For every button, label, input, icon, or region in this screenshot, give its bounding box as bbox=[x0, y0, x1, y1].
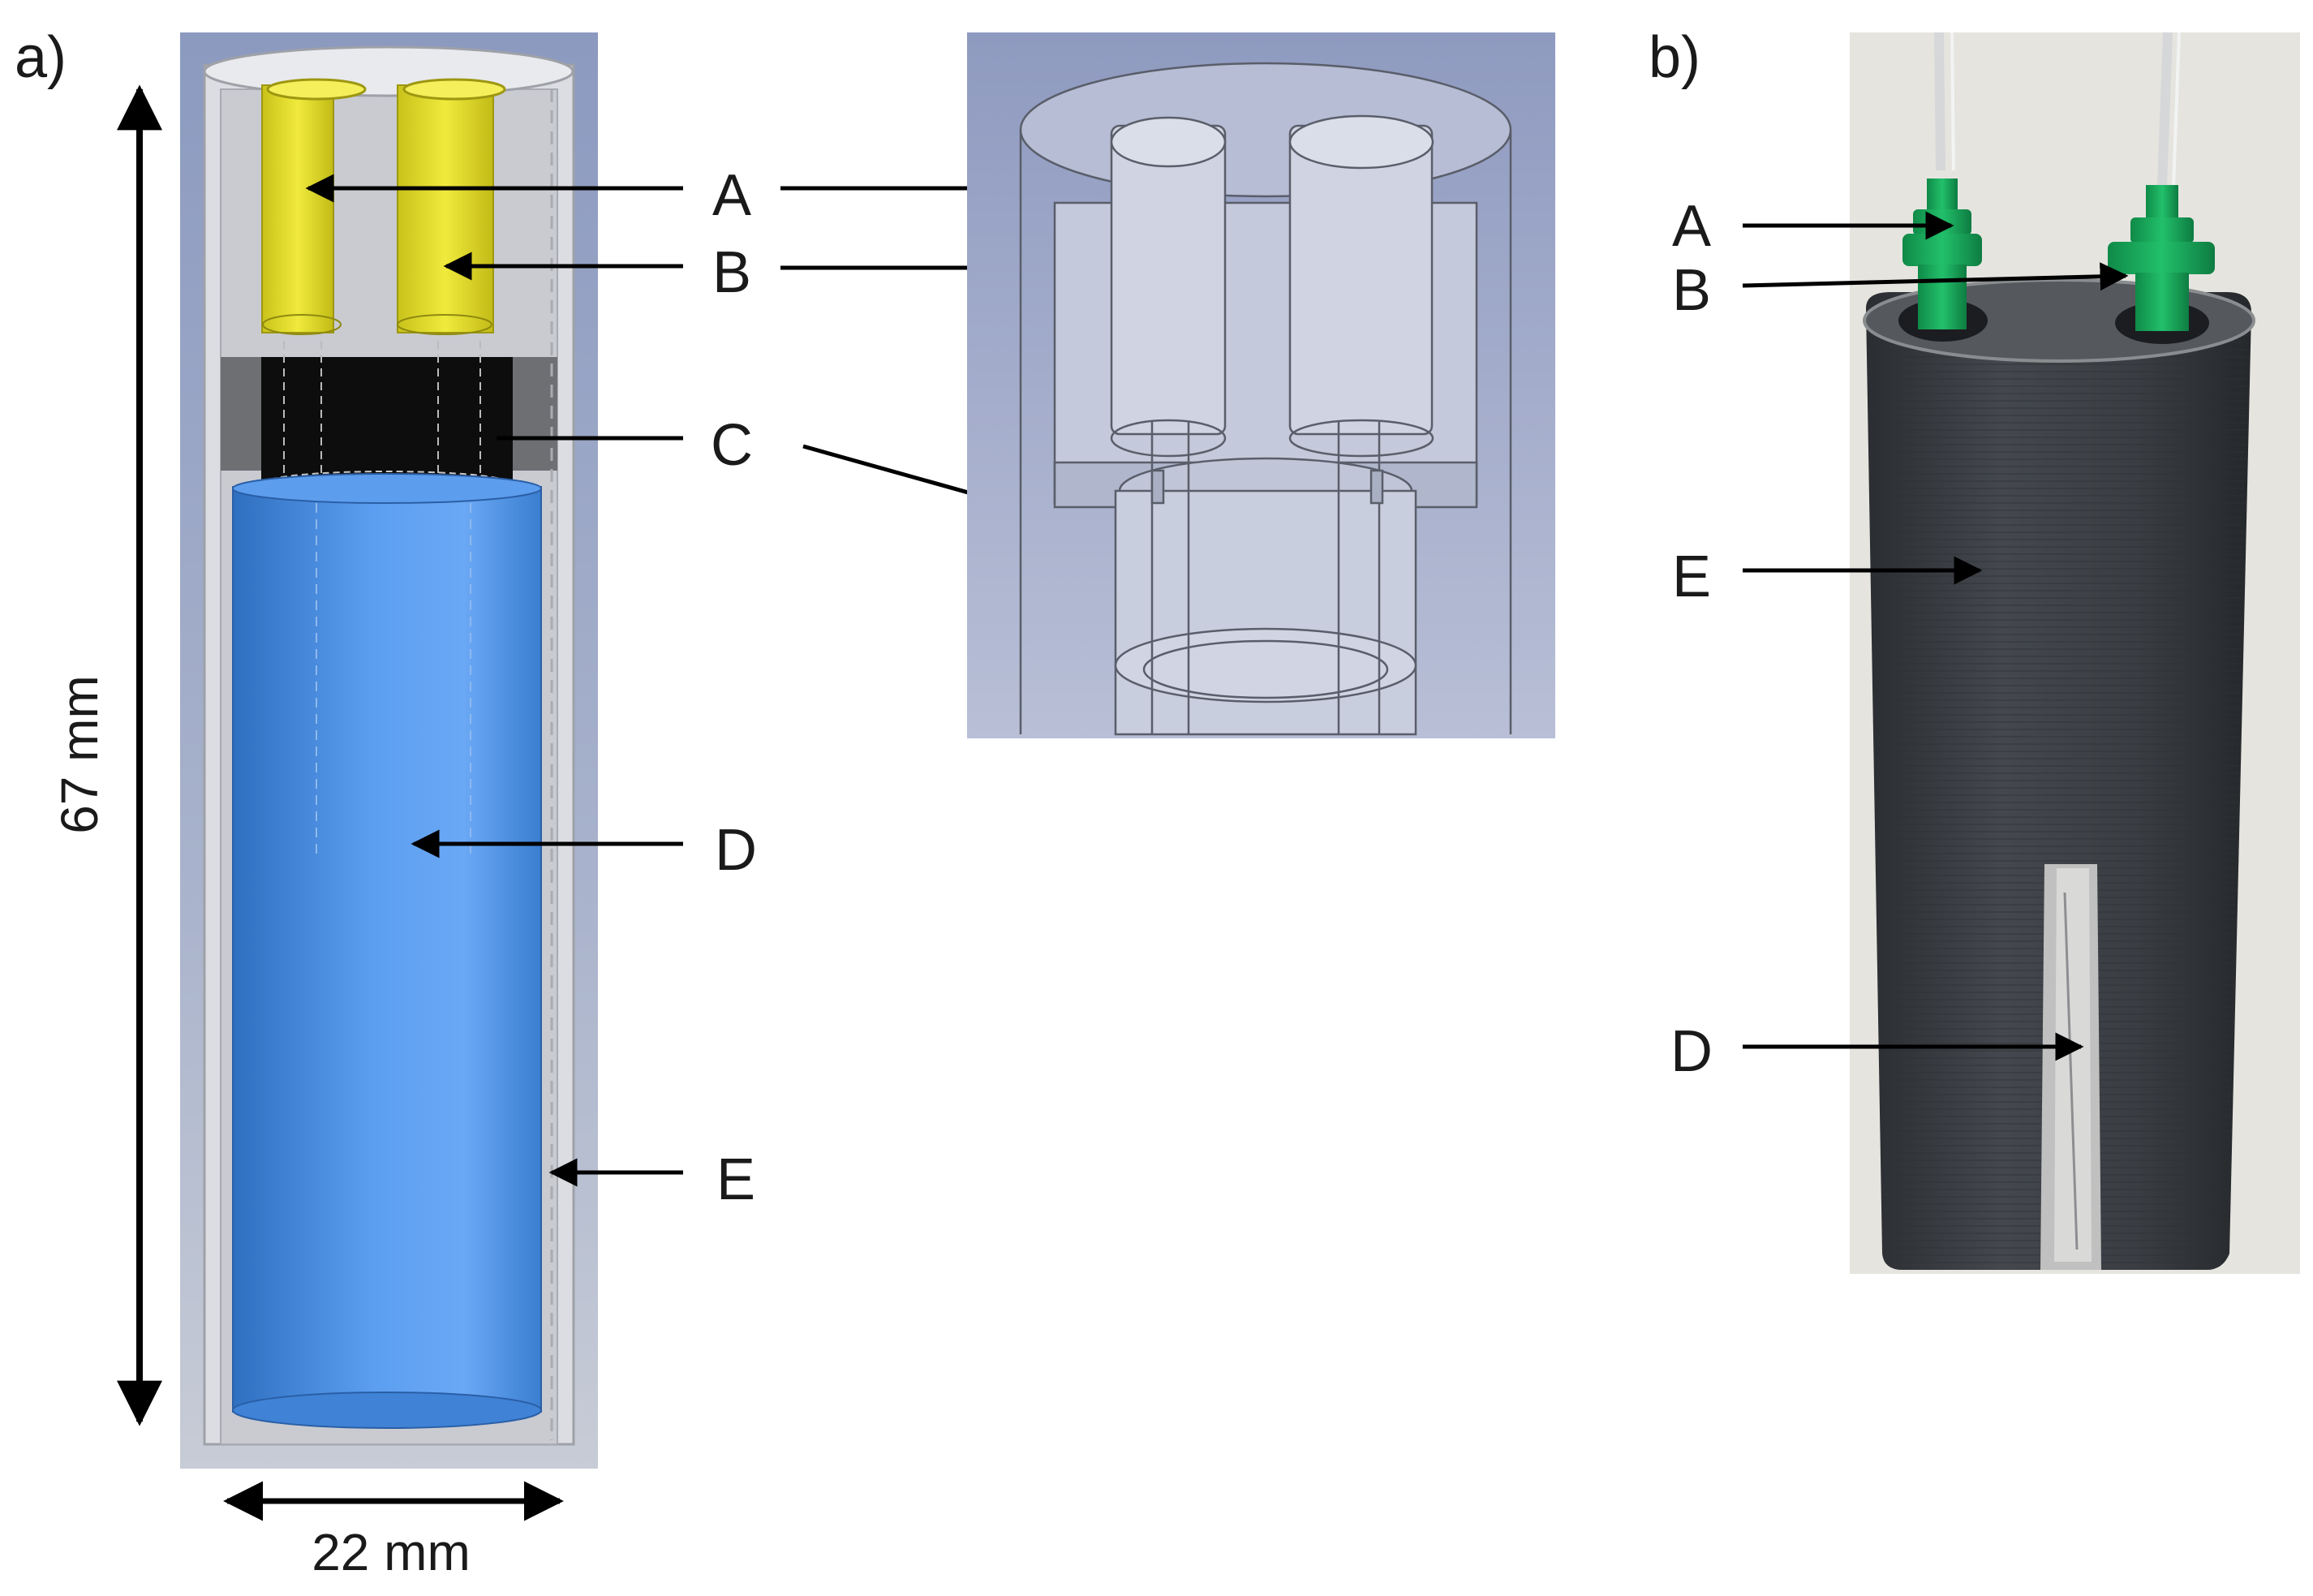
detail-view bbox=[967, 32, 1555, 738]
blue-electrode-bottom bbox=[232, 1392, 542, 1429]
yellow-port-right-bottom bbox=[397, 314, 492, 335]
blue-electrode bbox=[232, 486, 542, 1413]
photo-callout-A: A bbox=[1672, 194, 1711, 259]
yellow-port-left-bottom bbox=[262, 314, 342, 335]
callout-B: B bbox=[712, 240, 751, 305]
panel-a: a) 67 mm 22 mm A bbox=[15, 25, 1354, 1581]
yellow-port-right bbox=[397, 84, 494, 333]
shell-top-rim bbox=[203, 45, 574, 97]
blue-electrode-top bbox=[232, 473, 542, 504]
yellow-port-left-top bbox=[266, 78, 367, 101]
photo-arrow-B bbox=[1742, 262, 2129, 291]
connector-right bbox=[2108, 185, 2215, 331]
callout-D: D bbox=[715, 818, 757, 883]
photo-callout-B: B bbox=[1672, 258, 1711, 323]
callout-E: E bbox=[716, 1147, 755, 1212]
callout-A: A bbox=[712, 163, 751, 228]
panel-b-label: b) bbox=[1649, 25, 1700, 90]
black-spacer bbox=[261, 357, 513, 487]
panel-b: b) A B E D bbox=[1649, 25, 2300, 1274]
height-dimension-label: 67 mm bbox=[50, 675, 109, 834]
photo-callout-D: D bbox=[1670, 1019, 1713, 1084]
photo-callout-E: E bbox=[1672, 544, 1711, 609]
yellow-port-right-top bbox=[402, 78, 506, 101]
callout-C: C bbox=[711, 413, 753, 478]
yellow-port-left bbox=[261, 84, 334, 333]
panel-a-label: a) bbox=[15, 25, 67, 90]
connector-left bbox=[1902, 179, 1982, 329]
width-dimension-label: 22 mm bbox=[312, 1523, 471, 1581]
